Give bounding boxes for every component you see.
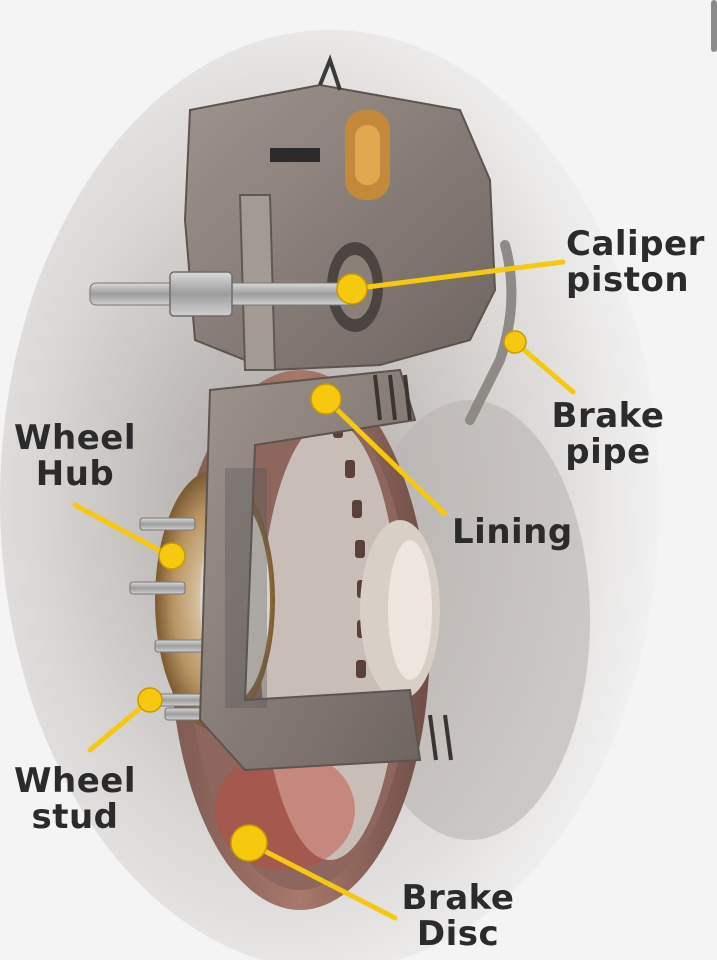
pad-springs: [373, 374, 453, 761]
label-wheel-hub: Wheel Hub: [14, 418, 136, 494]
callout-dot-caliper-piston: [336, 273, 368, 305]
wheel-studs: [129, 517, 221, 721]
callout-dot-wheel-stud: [137, 687, 163, 713]
scrollbar[interactable]: [711, 0, 717, 52]
callout-lines: [72, 259, 576, 921]
brake-pipe-line: [465, 240, 517, 425]
callout-dot-wheel-hub: [158, 542, 186, 570]
label-wheel-stud: Wheel stud: [14, 761, 136, 837]
label-lining: Lining: [452, 512, 573, 552]
label-brake-disc: Brake Disc: [401, 878, 515, 954]
piston-tool-bolt: [89, 271, 361, 317]
callout-dot-brake-disc: [230, 824, 268, 862]
callout-dot-lining: [310, 383, 342, 415]
callout-dot-brake-pipe: [503, 330, 527, 354]
label-caliper-piston: Caliper piston: [566, 224, 705, 300]
label-brake-pipe: Brake pipe: [551, 396, 665, 472]
callout-dots: [137, 273, 527, 862]
